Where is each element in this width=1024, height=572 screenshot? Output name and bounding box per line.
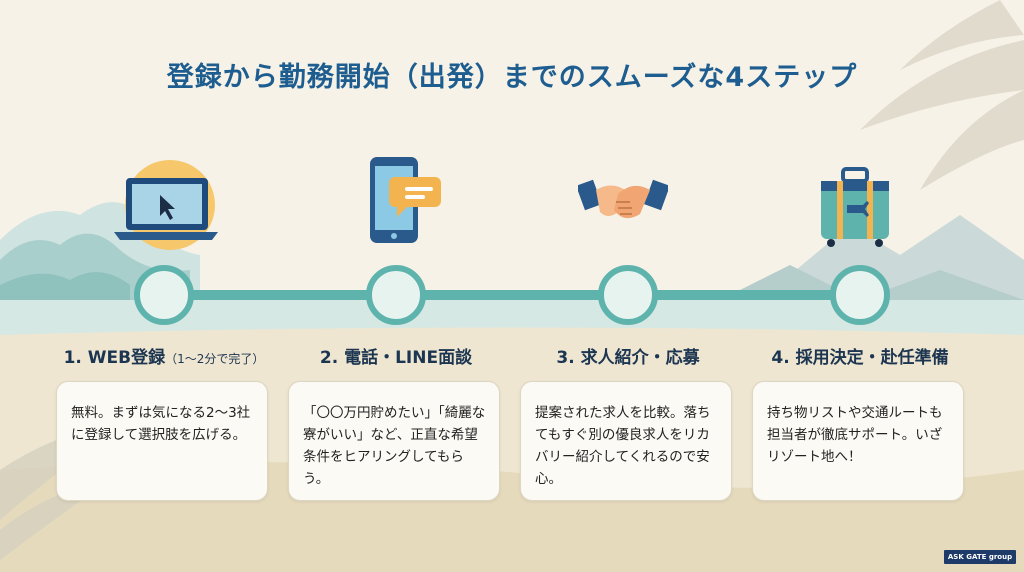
handshake-icon bbox=[578, 179, 668, 219]
step-1-title: 1. WEB登録（1〜2分で完了） bbox=[44, 343, 284, 368]
step-3-card: 提案された求人を比較。落ちてもすぐ別の優良求人をリカバリー紹介してくれるので安心… bbox=[520, 381, 732, 501]
step-3-title-text: 3. 求人紹介・応募 bbox=[556, 348, 700, 368]
step-2-title: 2. 電話・LINE面談 bbox=[276, 343, 516, 368]
step-2-node bbox=[366, 265, 426, 325]
suitcase-icon bbox=[821, 167, 889, 247]
step-4-title-text: 4. 採用決定・赴任準備 bbox=[771, 348, 949, 368]
step-4-title: 4. 採用決定・赴任準備 bbox=[740, 343, 980, 368]
step-1-node bbox=[134, 265, 194, 325]
company-logo: ASK GATE group bbox=[944, 550, 1016, 564]
step-3-node bbox=[598, 265, 658, 325]
step-4-card: 持ち物リストや交通ルートも担当者が徹底サポート。いざリゾート地へ！ bbox=[752, 381, 964, 501]
step-1-subtitle: （1〜2分で完了） bbox=[165, 352, 265, 366]
step-1-title-text: 1. WEB登録 bbox=[63, 348, 166, 368]
laptop-cursor-icon bbox=[114, 160, 218, 250]
page-title: 登録から勤務開始（出発）までのスムーズな4ステップ bbox=[166, 62, 858, 93]
step-4-node bbox=[830, 265, 890, 325]
smartphone-chat-icon bbox=[370, 157, 441, 243]
step-2-card: 「〇〇万円貯めたい」「綺麗な寮がいい」など、正直な希望条件をヒアリングしてもらう… bbox=[288, 381, 500, 501]
step-3-title: 3. 求人紹介・応募 bbox=[508, 343, 748, 368]
timeline-track bbox=[160, 290, 860, 300]
step-1-card: 無料。まずは気になる2〜3社に登録して選択肢を広げる。 bbox=[56, 381, 268, 501]
step-2-title-text: 2. 電話・LINE面談 bbox=[319, 348, 473, 368]
